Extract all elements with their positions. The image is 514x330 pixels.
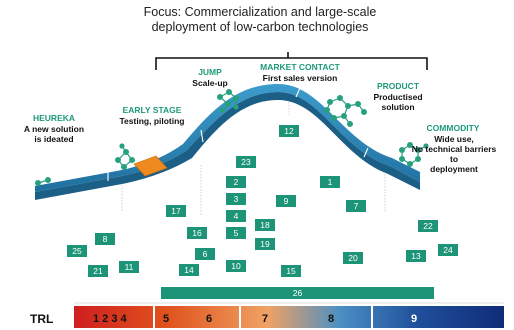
stage-title-market: MARKET CONTACT <box>260 62 340 72</box>
stage-desc-commodity: Wide use, No technical barriers to deplo… <box>411 134 497 174</box>
box-4: 4 <box>226 210 246 222</box>
early-stage-segment <box>133 155 168 177</box>
focus-heading: Focus: Commercialization and large-scale… <box>110 5 410 35</box>
trl-level-6: 6 <box>206 313 213 325</box>
box-7: 7 <box>346 200 366 212</box>
molecule-icon-jump <box>217 88 240 113</box>
curve-band-side <box>35 92 420 200</box>
curve-segment-lines <box>107 87 369 181</box>
stage-title-commodity: COMMODITY <box>426 123 480 133</box>
focus-line-1: Focus: Commercialization and large-scale <box>143 5 377 19</box>
box-26: 26 <box>161 287 434 299</box>
box-23: 23 <box>236 156 256 168</box>
box-11: 11 <box>119 261 139 273</box>
box-19: 19 <box>255 238 275 250</box>
box-17: 17 <box>166 205 186 217</box>
stage-title-early: EARLY STAGE <box>122 105 182 115</box>
curve-band <box>35 84 420 192</box>
molecule-icon-heureka <box>34 177 51 187</box>
box-21: 21 <box>88 265 108 277</box>
box-10: 10 <box>226 260 246 272</box>
box-15: 15 <box>281 265 301 277</box>
box-22: 22 <box>418 220 438 232</box>
box-20: 20 <box>343 252 363 264</box>
trl-dividers <box>153 306 373 328</box>
box-25: 25 <box>67 245 87 257</box>
stage-desc-early: Testing, piloting <box>119 116 185 126</box>
box-12: 12 <box>279 125 299 137</box>
box-18: 18 <box>255 219 275 231</box>
molecule-icon-early-stage <box>114 143 136 171</box>
box-24: 24 <box>438 244 458 256</box>
trl-level-9: 9 <box>411 313 418 325</box>
stage-desc-product: Productised solution <box>373 92 423 112</box>
trl-bar <box>74 306 504 328</box>
box-13: 13 <box>406 250 426 262</box>
trl-level-5: 5 <box>163 313 170 325</box>
focus-bracket <box>155 57 428 70</box>
guide-lines <box>121 102 386 215</box>
stage-title-product: PRODUCT <box>376 81 420 91</box>
box-8: 8 <box>95 233 115 245</box>
box-1: 1 <box>320 176 340 188</box>
trl-level-7: 7 <box>262 313 269 325</box>
trl-level-1-4: 1 2 3 4 <box>93 313 127 325</box>
box-5: 5 <box>226 227 246 239</box>
stage-desc-heureka: A new solution is ideated <box>23 124 85 144</box>
trl-label: TRL <box>30 312 54 326</box>
trl-level-8: 8 <box>328 313 335 325</box>
stage-title-jump: JUMP <box>198 67 222 77</box>
box-3: 3 <box>226 193 246 205</box>
molecule-icon-product <box>324 94 368 127</box>
box-14: 14 <box>179 264 199 276</box>
box-6: 6 <box>195 248 215 260</box>
box-9: 9 <box>276 195 296 207</box>
stage-desc-jump: Scale-up <box>192 78 228 88</box>
focus-line-2: deployment of low-carbon technologies <box>151 20 369 34</box>
box-2: 2 <box>226 176 246 188</box>
molecule-icon-commodity <box>399 142 429 168</box>
stage-title-heureka: HEUREKA <box>32 113 76 123</box>
stage-desc-market: First sales version <box>262 73 338 83</box>
box-16: 16 <box>187 227 207 239</box>
